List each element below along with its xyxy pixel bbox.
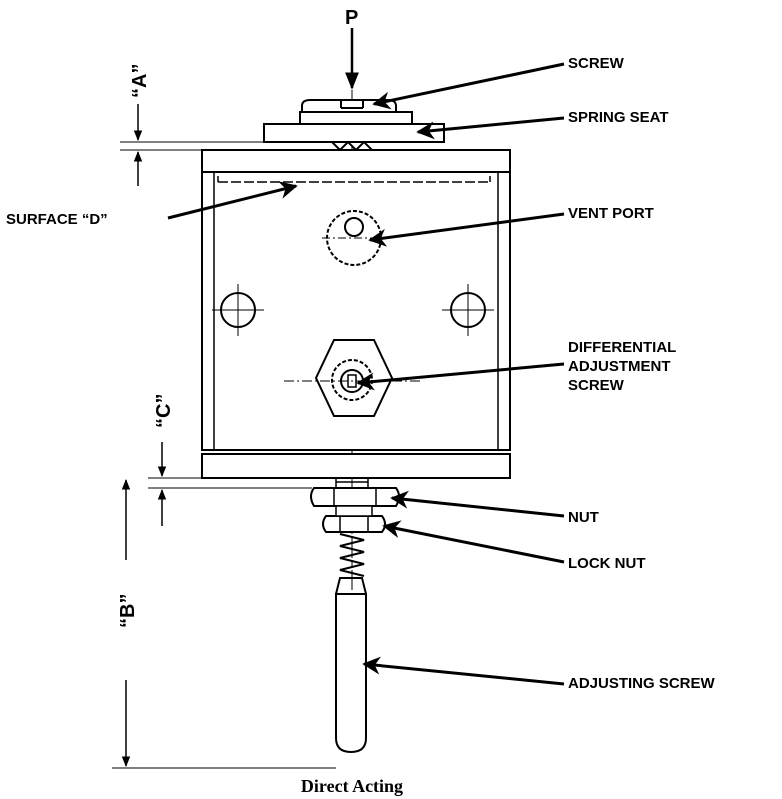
label-adjusting-screw: ADJUSTING SCREW [568, 675, 716, 692]
top-plate [201, 149, 511, 173]
force-label-p: P [345, 7, 358, 29]
spring-seat [263, 123, 445, 143]
label-differential-2: ADJUSTMENT [568, 358, 671, 375]
leader-lock-nut [382, 520, 565, 564]
leader-screw [372, 62, 565, 110]
caption: Direct Acting [301, 776, 403, 796]
bottom-plate [201, 453, 511, 479]
leader-surface-d [167, 181, 298, 220]
leader-adjusting-screw [362, 656, 565, 686]
leader-spring-seat [416, 116, 565, 140]
vent-port-inner [344, 217, 364, 237]
label-differential-3: SCREW [568, 377, 625, 394]
label-nut: NUT [568, 509, 599, 526]
lock-nut [322, 515, 386, 533]
dim-a-label: “A” [129, 64, 151, 98]
rod-collar [335, 577, 367, 595]
label-spring-seat: SPRING SEAT [568, 109, 669, 126]
adjusting-screw-rod [335, 593, 367, 754]
label-differential-1: DIFFERENTIAL [568, 339, 676, 356]
dim-b-label: “B” [117, 594, 139, 628]
nut-gap [335, 505, 373, 517]
spring-coil-top [331, 140, 373, 152]
nut [310, 487, 400, 507]
label-screw: SCREW [568, 55, 625, 72]
dim-c-label: “C” [153, 394, 175, 428]
leader-vent-port [368, 212, 565, 247]
screw-washer [299, 111, 413, 125]
label-vent-port: VENT PORT [568, 205, 654, 222]
leader-differential [356, 362, 565, 391]
leader-nut [390, 490, 565, 518]
adjusting-thread [339, 533, 365, 577]
label-lock-nut: LOCK NUT [568, 555, 646, 572]
label-surface-d: SURFACE “D” [6, 211, 108, 228]
